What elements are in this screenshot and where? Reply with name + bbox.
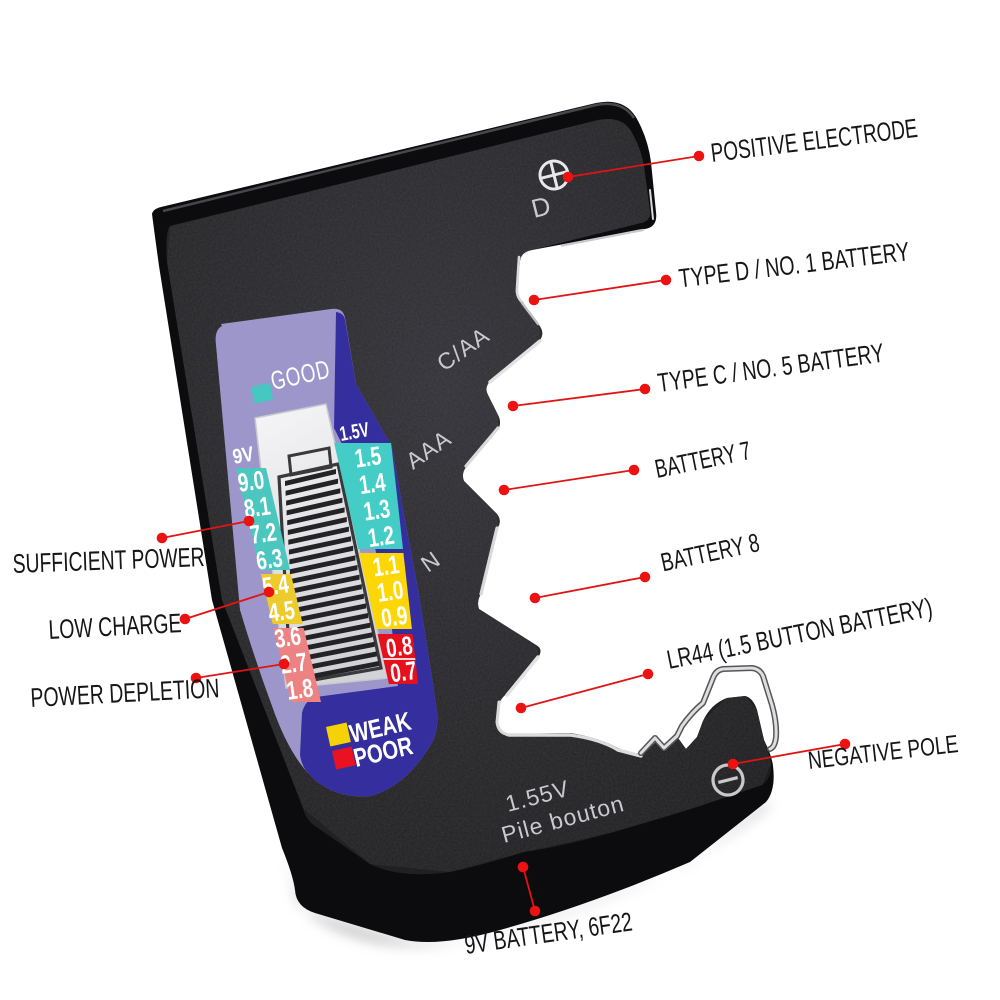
svg-text:1.5V: 1.5V — [338, 418, 371, 446]
svg-text:9V: 9V — [231, 443, 256, 469]
svg-text:1.0: 1.0 — [375, 574, 405, 607]
svg-text:1.2: 1.2 — [366, 520, 396, 553]
svg-text:1.8: 1.8 — [285, 672, 315, 705]
svg-text:4.5: 4.5 — [266, 594, 297, 627]
svg-text:3.6: 3.6 — [272, 620, 302, 653]
svg-text:9.0: 9.0 — [236, 464, 266, 497]
svg-text:5.4: 5.4 — [260, 568, 291, 601]
svg-text:1.1: 1.1 — [371, 549, 402, 582]
svg-text:6.3: 6.3 — [254, 542, 284, 575]
svg-text:SUFFICIENT POWER: SUFFICIENT POWER — [12, 542, 205, 579]
svg-text:LOW CHARGE: LOW CHARGE — [48, 608, 182, 645]
svg-text:0.9: 0.9 — [379, 600, 409, 633]
svg-text:0.8: 0.8 — [384, 630, 414, 663]
svg-text:1.3: 1.3 — [362, 493, 392, 526]
svg-text:0.7: 0.7 — [388, 655, 418, 688]
svg-text:1.4: 1.4 — [357, 467, 388, 500]
svg-text:1.5: 1.5 — [353, 440, 384, 473]
